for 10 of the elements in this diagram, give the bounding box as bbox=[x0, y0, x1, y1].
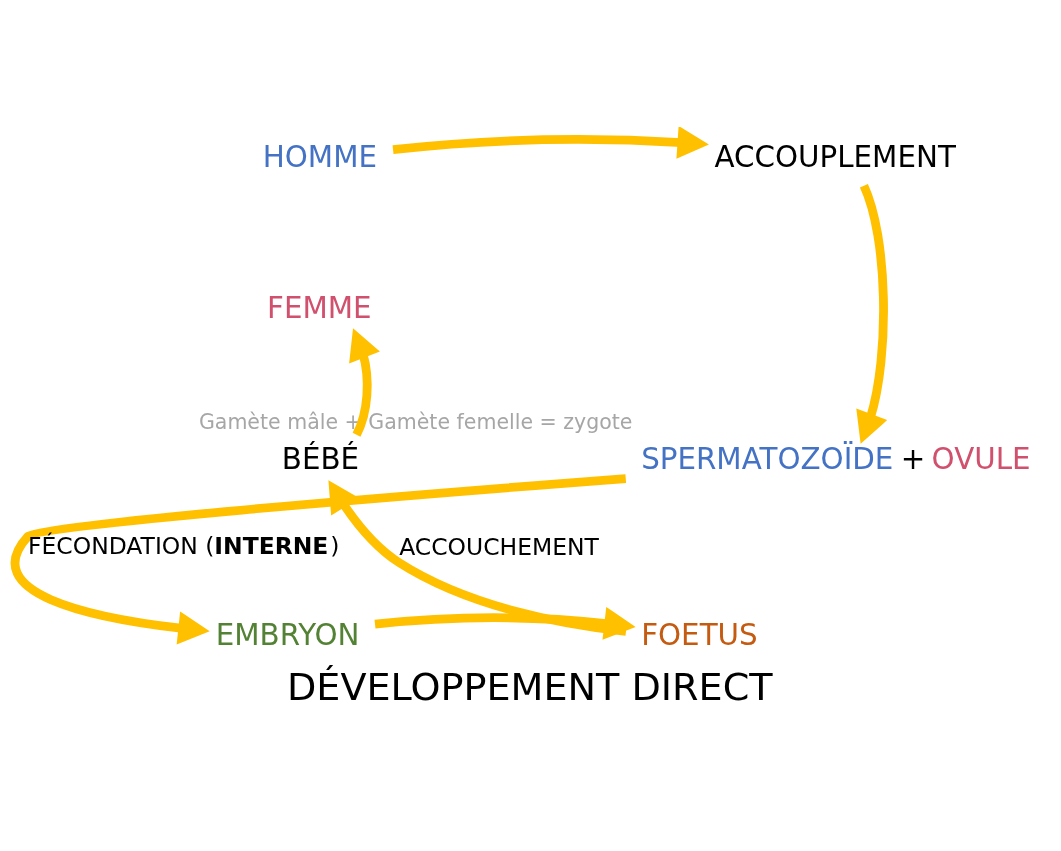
edge-label: ACCOUCHEMENT bbox=[399, 533, 599, 562]
caption: DÉVELOPPEMENT DIRECT bbox=[287, 665, 773, 710]
node-text: BÉBÉ bbox=[281, 441, 360, 476]
node-text: FOETUS bbox=[641, 617, 758, 652]
edge-label: FÉCONDATION (INTERNE) bbox=[28, 531, 340, 560]
node-text: FEMME bbox=[267, 290, 372, 325]
node-text: ACCOUPLEMENT bbox=[714, 139, 956, 174]
node-text: SPERMATOZOÏDE + OVULE bbox=[641, 441, 1031, 476]
node-text: HOMME bbox=[262, 139, 377, 174]
node-text: EMBRYON bbox=[215, 617, 360, 652]
